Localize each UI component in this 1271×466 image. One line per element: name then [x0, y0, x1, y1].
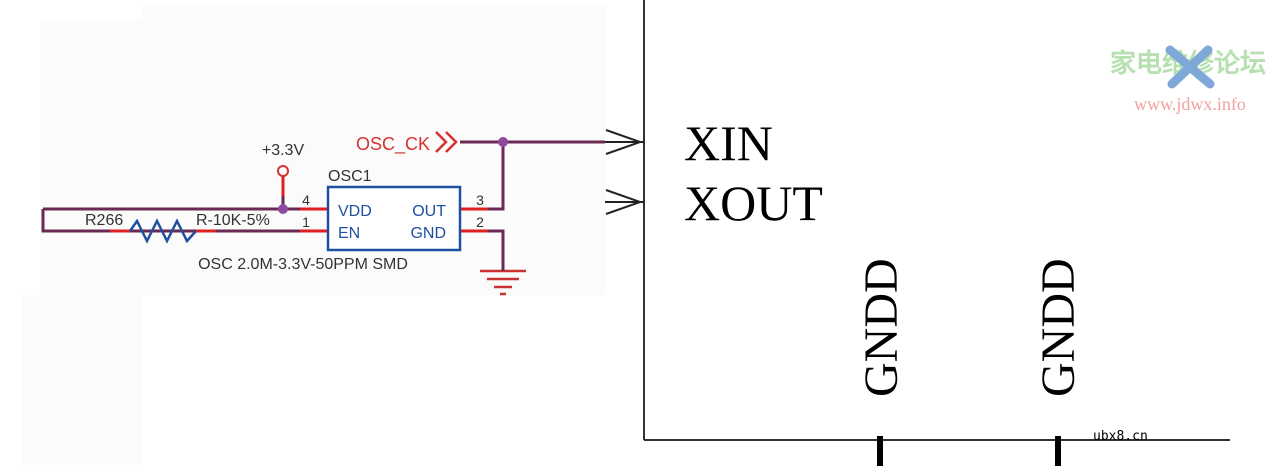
oscillator-description: OSC 2.0M-3.3V-50PPM SMD	[198, 256, 408, 273]
net-arrow-icon	[435, 131, 448, 153]
power-port-3v3: +3.3V	[262, 142, 305, 177]
chip-gndd-label-2: GNDD	[1032, 258, 1085, 397]
osc-ck-label: OSC_CK	[356, 134, 430, 155]
resistor-symbol	[128, 218, 197, 244]
watermark-logo: 家电维修论坛 www.jdwx.info	[1110, 45, 1266, 114]
pin-number-2: 2	[476, 214, 484, 230]
pin-number-3: 3	[476, 192, 484, 208]
oscillator-box	[326, 185, 462, 252]
pin-number-4: 4	[302, 192, 310, 208]
xin-pin	[605, 129, 644, 155]
chip-body	[643, 0, 1230, 441]
schematic-sheet-top	[143, 5, 605, 25]
osc-pin-en: EN	[338, 225, 360, 242]
watermark-url: www.jdwx.info	[1134, 94, 1246, 114]
pin-number-1: 1	[302, 214, 310, 230]
chip-pin-xin-label: XIN	[684, 115, 773, 171]
osc-pin-out: OUT	[412, 203, 446, 220]
junction-dot-osc-ck	[498, 137, 508, 147]
oscillator-ref: OSC1	[328, 168, 372, 185]
chip-gndd-label-1: GNDD	[855, 258, 908, 397]
corner-watermark: ubx8.cn	[1093, 429, 1148, 444]
en-wire	[41, 209, 328, 233]
pin-stubs	[110, 176, 488, 233]
junction-dot-vdd	[278, 204, 288, 214]
osc-pin-vdd: VDD	[338, 203, 372, 220]
wrench-screwdriver-icon	[1165, 45, 1215, 89]
resistor-value: R-10K-5%	[196, 212, 270, 229]
resistor-ref: R266	[85, 212, 123, 229]
chip-pin-xout-label: XOUT	[684, 175, 823, 231]
power-label: +3.3V	[262, 142, 305, 159]
ground-symbol	[480, 262, 526, 296]
osc-ck-net-label: OSC_CK	[356, 131, 458, 155]
schematic-sheet-lower	[22, 295, 142, 465]
xout-pin	[605, 189, 644, 215]
schematic-sheet-area	[40, 20, 605, 295]
osc-pin-gnd: GND	[410, 225, 446, 242]
